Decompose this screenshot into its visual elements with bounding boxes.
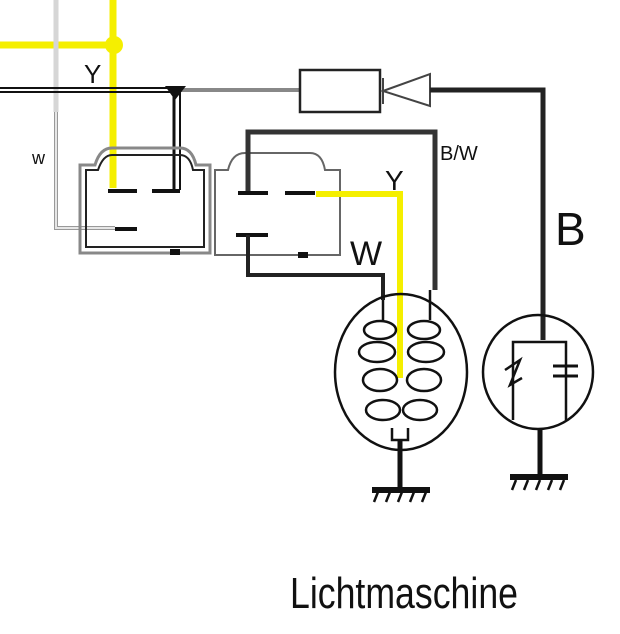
label-white-left: w	[31, 148, 46, 168]
fuse-box	[298, 68, 382, 114]
alternator-symbol	[333, 290, 469, 503]
right-connector	[214, 129, 438, 300]
label-black-white: B/W	[440, 143, 478, 165]
main-bus-wire	[0, 86, 300, 190]
diagram-title: Lichtmaschine	[290, 569, 518, 618]
label-yellow-right: Y	[385, 165, 404, 196]
yellow-wire-top	[0, 0, 123, 188]
white-wire	[53, 0, 115, 230]
label-black: B	[555, 203, 586, 255]
left-connector	[78, 146, 212, 255]
diode-symbol	[379, 72, 431, 108]
label-yellow-top: Y	[84, 59, 101, 89]
label-white-right: W	[350, 235, 382, 273]
rectifier-symbol	[481, 313, 595, 491]
black-wire-b	[430, 87, 546, 340]
yellow-wire-stator	[316, 191, 403, 378]
